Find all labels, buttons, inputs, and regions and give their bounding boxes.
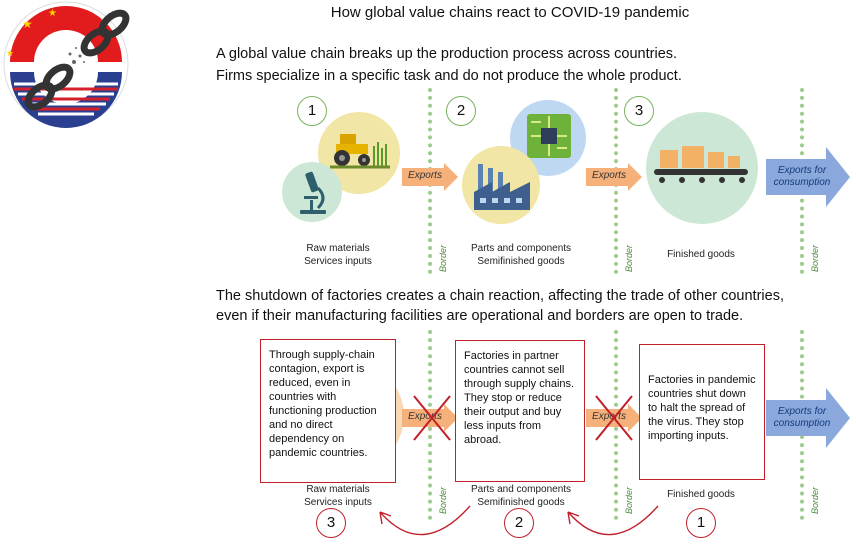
intro-line-2: Firms specialize in a specific task and … (216, 68, 682, 84)
exports-consumption-arrow: Exports for consumption (766, 388, 850, 448)
step-number-1: 1 (297, 96, 327, 126)
tractor-icon (330, 126, 390, 175)
label-raw-materials: Raw materials Services inputs (304, 243, 372, 267)
exports-consumption-arrow: Exports for consumption (766, 147, 850, 207)
label-parts-components: Parts and components Semifinished goods (470, 243, 572, 267)
label-finished-goods: Finished goods (667, 489, 735, 500)
border-label: Border (624, 244, 634, 272)
chain-step-2: 2 (504, 508, 534, 538)
border-label: Border (810, 486, 820, 514)
microscope-icon (296, 170, 330, 221)
label-parts-components: Parts and components Semifinished goods (470, 484, 572, 508)
broken-chain-flags-logo: ★ ★ ★ ★ (0, 0, 132, 132)
svg-text:★: ★ (22, 17, 33, 31)
exports-arrow: Exports (402, 163, 458, 191)
svg-text:★: ★ (48, 8, 57, 19)
pandemic-countries-box: Factories in pandemic countries shut dow… (639, 344, 765, 480)
shutdown-line-2: even if their manufacturing facilities a… (216, 308, 744, 324)
blocked-x-icon (590, 392, 638, 449)
exports-consumption-line1: Exports for (777, 165, 827, 176)
conveyor-boxes-icon (652, 142, 752, 197)
exports-arrow-label: Exports (592, 411, 626, 422)
border-label: Border (438, 244, 448, 272)
factory-icon (472, 160, 532, 217)
svg-text:★: ★ (6, 48, 14, 58)
exports-arrow-label: Exports (408, 411, 442, 422)
label-raw-materials: Raw materials Services inputs (304, 484, 372, 508)
curved-arrow-icon (370, 496, 474, 545)
chain-step-3: 3 (316, 508, 346, 538)
exports-consumption-line1: Exports for (777, 406, 827, 417)
border-label: Border (810, 244, 820, 272)
blocked-exports-arrow: Exports (402, 404, 458, 432)
exports-consumption-line2: consumption (773, 418, 831, 429)
blocked-x-icon (408, 392, 456, 449)
curved-arrow-icon (558, 496, 662, 545)
exports-consumption-line2: consumption (773, 177, 831, 188)
step-number-3: 3 (624, 96, 654, 126)
partner-countries-box: Factories in partner countries cannot se… (455, 340, 585, 482)
exports-arrow-label: Exports (592, 170, 626, 181)
intro-line-1: A global value chain breaks up the produ… (216, 46, 678, 62)
shutdown-line-1: The shutdown of factories creates a chai… (216, 288, 784, 304)
page-title: How global value chains react to COVID-1… (330, 4, 690, 21)
contagion-box: Through supply-chain contagion, export i… (260, 339, 396, 483)
exports-arrow: Exports (586, 163, 642, 191)
exports-arrow-label: Exports (408, 170, 442, 181)
chain-step-1: 1 (686, 508, 716, 538)
label-finished-goods: Finished goods (667, 249, 735, 260)
step-number-2: 2 (446, 96, 476, 126)
circuit-board-icon (525, 112, 573, 165)
